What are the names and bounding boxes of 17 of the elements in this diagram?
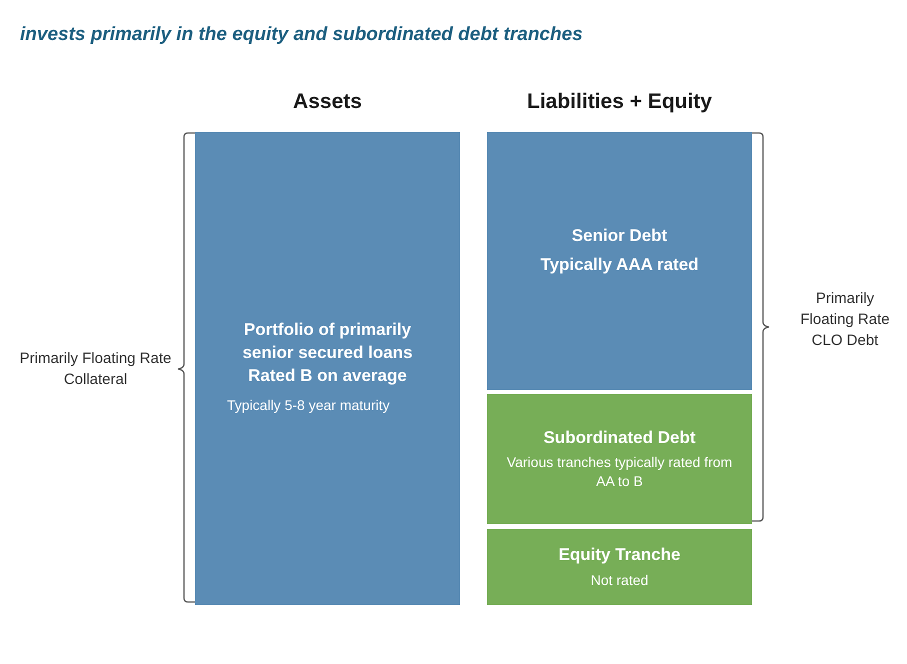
block-note: Not rated	[590, 571, 648, 590]
column-heading: Liabilities + Equity	[526, 89, 713, 115]
bracket-label: Primarily Floating Rate CLO Debt	[799, 289, 891, 351]
bracket-label: Primarily Floating Rate Collateral	[18, 349, 172, 390]
block-heading: Subordinated Debt	[543, 427, 696, 449]
block-note: Various tranches typically rated from AA to B	[506, 453, 734, 491]
column-heading: Assets	[292, 89, 363, 115]
title: invests primarily in the equity and subordinated debt tranches	[20, 23, 583, 47]
tranche-block	[195, 132, 460, 605]
block-note: Typically AAA rated	[540, 254, 699, 276]
block-heading: Senior Debt	[572, 225, 668, 247]
tranche-block	[487, 394, 752, 524]
block-note: Typically 5-8 year maturity	[227, 396, 390, 415]
block-heading: Portfolio of primarily senior secured loans Rated B on average	[241, 319, 414, 387]
tranche-block	[487, 529, 752, 605]
tranche-block	[487, 132, 752, 390]
block-heading: Equity Tranche	[558, 544, 680, 566]
